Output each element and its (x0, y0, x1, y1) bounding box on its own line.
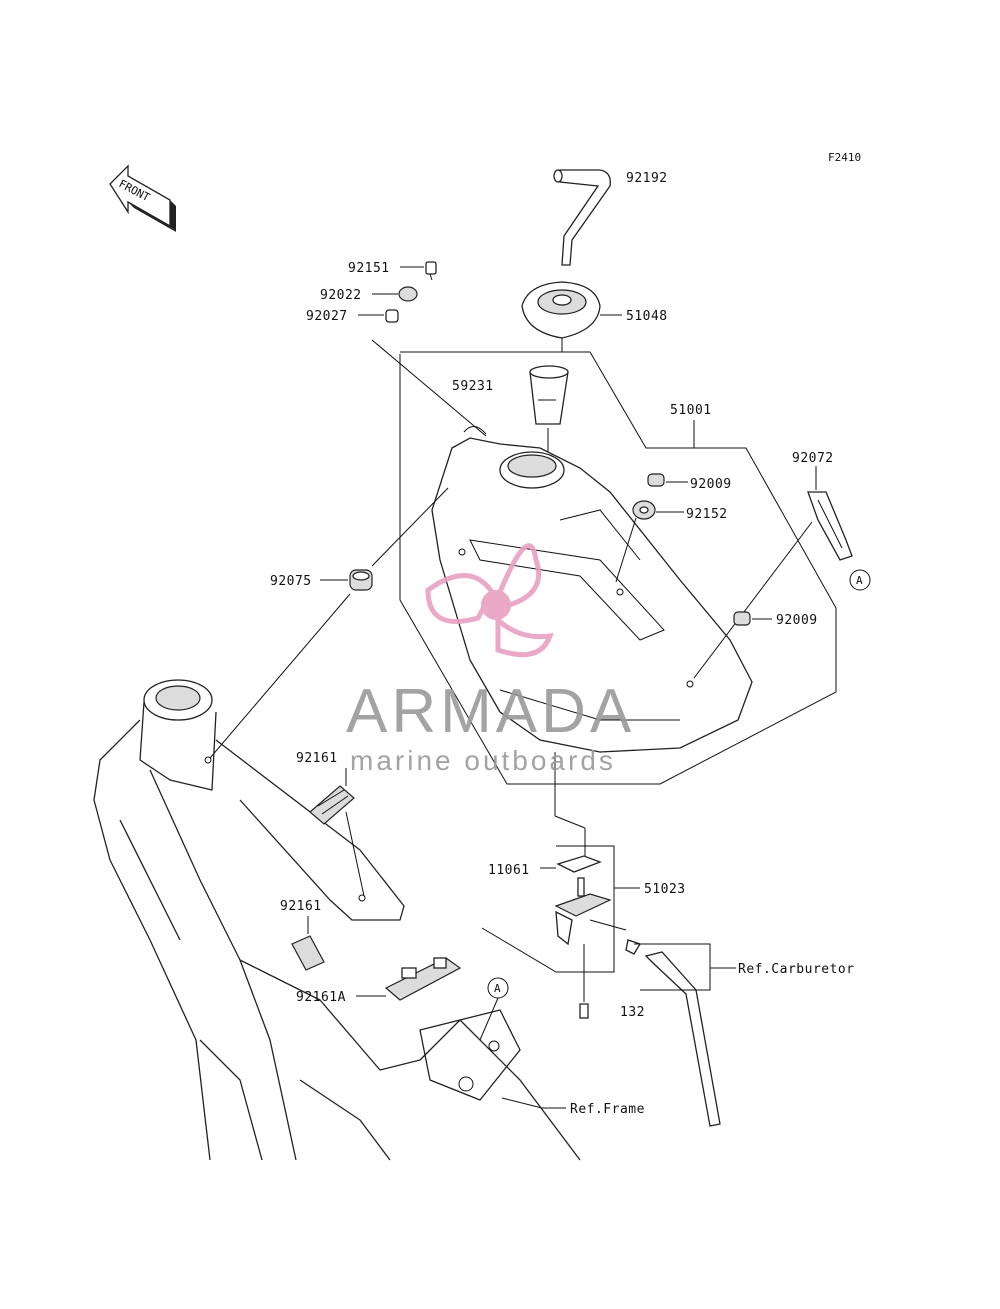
part-label-92009-upper: 92009 (690, 477, 732, 492)
bolt-92151 (425, 261, 437, 281)
part-label-92009-lower: 92009 (776, 613, 818, 628)
damper-92009-upper (647, 473, 665, 487)
ref-frame-label: Ref.Frame (570, 1102, 645, 1117)
callout-a-lower: A (494, 982, 501, 995)
fuel-tank-51001 (431, 426, 753, 753)
washer-92022 (398, 286, 418, 302)
part-label-92027: 92027 (306, 309, 348, 324)
part-label-92161A: 92161A (296, 990, 346, 1005)
ref-carburetor-label: Ref.Carburetor (738, 962, 855, 977)
diagram-code: F2410 (828, 151, 861, 164)
breather-hose-92192 (553, 169, 611, 266)
filler-neck-59231 (529, 365, 569, 425)
part-label-51023: 51023 (644, 882, 686, 897)
fuel-cap-51048 (521, 281, 601, 352)
motorcycle-frame (93, 679, 581, 1161)
part-label-92192: 92192 (626, 171, 668, 186)
gasket-11061 (556, 855, 602, 873)
part-label-92075: 92075 (270, 574, 312, 589)
damper-92009-lower (733, 611, 751, 626)
collar-92027 (385, 309, 399, 323)
armada-logo-icon (425, 543, 554, 658)
front-arrow-icon: FRONT (109, 164, 176, 232)
part-label-92151: 92151 (348, 261, 390, 276)
screw-132 (579, 944, 589, 1019)
grommet-92152 (632, 500, 656, 520)
part-label-132: 132 (620, 1005, 645, 1020)
part-label-51001: 51001 (670, 403, 712, 418)
pad-92161A (384, 957, 462, 1001)
callout-a-right: A (856, 574, 863, 587)
damper-92075 (349, 569, 373, 591)
part-label-92161-lower: 92161 (280, 899, 322, 914)
part-label-92022: 92022 (320, 288, 362, 303)
pad-92161-upper (309, 785, 355, 825)
fuel-hose (625, 939, 721, 1127)
watermark-tagline: marine outboards (350, 745, 616, 776)
part-label-92072: 92072 (792, 451, 834, 466)
fuel-cock-51023 (554, 877, 627, 946)
part-label-92152: 92152 (686, 507, 728, 522)
strap-92072 (807, 491, 853, 561)
part-label-51048: 51048 (626, 309, 668, 324)
part-label-92161-upper: 92161 (296, 751, 338, 766)
part-label-59231: 59231 (452, 379, 494, 394)
pad-92161-lower (291, 935, 325, 971)
part-label-11061: 11061 (488, 863, 530, 878)
watermark-brand: ARMADA (346, 677, 635, 746)
armada-watermark: ARMADA marine outboards (346, 543, 635, 776)
